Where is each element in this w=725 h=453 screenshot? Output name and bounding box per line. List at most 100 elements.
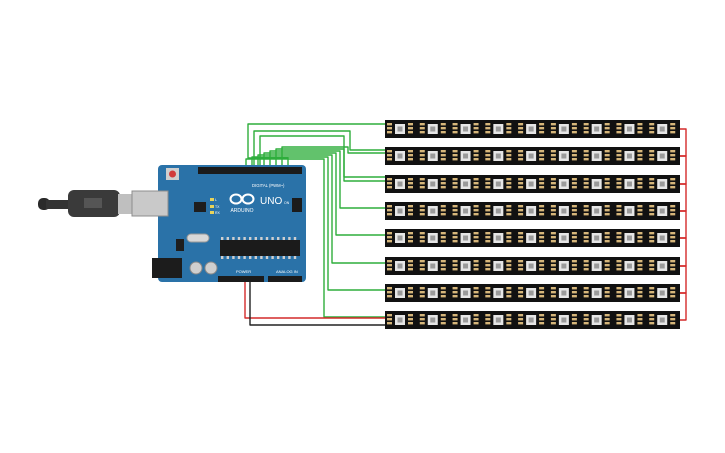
usb-cable[interactable]: [38, 190, 132, 217]
power-chain-wire[interactable]: [680, 237, 687, 267]
solder-pad: [604, 322, 610, 325]
solder-pad: [387, 209, 392, 212]
solder-pad: [440, 209, 446, 212]
led-strip[interactable]: [385, 147, 680, 165]
power-chain-wire[interactable]: [680, 155, 687, 185]
solder-pad: [419, 291, 425, 294]
solder-pad: [408, 213, 413, 216]
solder-pad: [473, 264, 479, 267]
power-wire[interactable]: [244, 282, 385, 319]
power-chain-wire[interactable]: [680, 292, 687, 321]
solder-pad: [649, 131, 655, 134]
digital-header[interactable]: [198, 167, 302, 174]
led-pixel-core: [594, 235, 600, 241]
led-pixel-core: [495, 235, 501, 241]
solder-pad: [408, 260, 413, 263]
power-chain-wire[interactable]: [680, 210, 687, 239]
led-pixel-core: [397, 290, 403, 296]
infinity-logo-right: [241, 193, 255, 205]
solder-pad: [649, 209, 655, 212]
solder-pad: [506, 264, 512, 267]
solder-pad: [539, 295, 545, 298]
data-wire[interactable]: [247, 123, 385, 168]
solder-pad: [518, 186, 524, 189]
solder-pad: [452, 178, 458, 181]
on-label: ON: [284, 201, 290, 205]
led-strip[interactable]: [385, 202, 680, 220]
analog-header[interactable]: [268, 276, 302, 282]
solder-pad: [616, 186, 622, 189]
led-pixel-core: [594, 290, 600, 296]
usb-plug-metal: [118, 194, 132, 214]
solder-pad: [637, 240, 643, 243]
led-pixel-core: [528, 317, 534, 323]
chip-pin: [249, 237, 252, 240]
data-wire[interactable]: [253, 130, 385, 168]
solder-pad: [452, 205, 458, 208]
chip-pin: [288, 256, 291, 259]
solder-pad: [539, 287, 545, 290]
led-strip[interactable]: [385, 257, 680, 275]
chip-pin: [226, 256, 229, 259]
solder-pad: [408, 178, 413, 181]
solder-pad: [571, 236, 577, 239]
power-chain-wire[interactable]: [680, 128, 687, 157]
data-wire[interactable]: [281, 146, 385, 168]
solder-pad: [637, 236, 643, 239]
solder-pad: [670, 232, 676, 235]
solder-pad: [452, 287, 458, 290]
solder-pad: [637, 295, 643, 298]
solder-pad: [506, 123, 512, 126]
led-pixel-core: [495, 290, 501, 296]
tx-label: TX: [215, 205, 220, 209]
solder-pad: [604, 264, 610, 267]
solder-pad: [452, 182, 458, 185]
solder-pad: [485, 123, 491, 126]
solder-pad: [649, 150, 655, 153]
chip-pin: [243, 256, 246, 259]
solder-pad: [670, 186, 676, 189]
solder-pad: [583, 268, 589, 271]
solder-pad: [616, 260, 622, 263]
power-header[interactable]: [218, 276, 264, 282]
led-pixel-core: [430, 317, 436, 323]
ground-wire[interactable]: [249, 282, 385, 326]
solder-pad: [518, 291, 524, 294]
solder-pad: [550, 291, 556, 294]
solder-pad: [408, 322, 413, 325]
solder-pad: [604, 205, 610, 208]
data-wire[interactable]: [259, 135, 385, 178]
power-chain-wire[interactable]: [680, 265, 687, 294]
led-strip[interactable]: [385, 284, 680, 302]
data-wire[interactable]: [245, 158, 385, 318]
power-chain-wire[interactable]: [680, 183, 687, 212]
arduino-uno-board[interactable]: ARDUINO UNO DIGITAL (PWM~) POWER ANALOG …: [131, 165, 306, 282]
led-strip[interactable]: [385, 229, 680, 247]
solder-pad: [518, 209, 524, 212]
solder-pad: [506, 213, 512, 216]
led-strip[interactable]: [385, 311, 680, 329]
led-strip[interactable]: [385, 175, 680, 193]
data-wire[interactable]: [251, 156, 385, 291]
solder-pad: [506, 268, 512, 271]
solder-pad: [583, 123, 589, 126]
solder-pad: [550, 264, 556, 267]
led-strip[interactable]: [385, 120, 680, 138]
solder-pad: [604, 236, 610, 239]
solder-pad: [473, 205, 479, 208]
solder-pad: [518, 322, 524, 325]
solder-pad: [616, 150, 622, 153]
solder-pad: [649, 295, 655, 298]
led-pixel-core: [626, 317, 632, 323]
solder-pad: [571, 240, 577, 243]
solder-pad: [419, 154, 425, 157]
solder-pad: [637, 150, 643, 153]
data-wire[interactable]: [263, 152, 385, 236]
solder-pad: [550, 186, 556, 189]
led-pixel-core: [397, 317, 403, 323]
solder-pad: [604, 123, 610, 126]
solder-pad: [485, 240, 491, 243]
led-pixel-core: [561, 126, 567, 132]
solder-pad: [583, 205, 589, 208]
